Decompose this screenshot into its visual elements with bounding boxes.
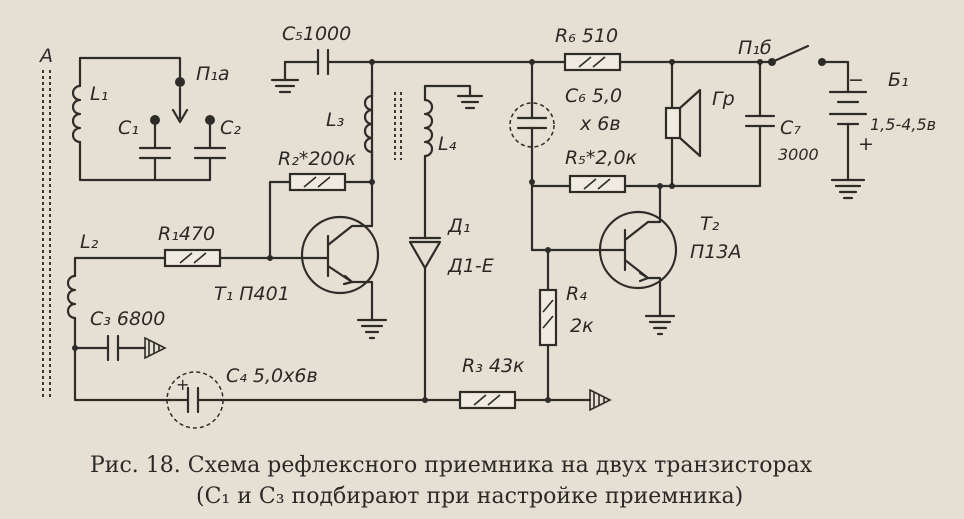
label-L3: L₃ [326, 109, 344, 131]
svg-text:+: + [176, 375, 189, 394]
caption-line-2: (C₁ и C₃ подбирают при настройке приемни… [196, 484, 743, 509]
label-C6: C₆ 5,0 [565, 85, 622, 107]
label-R1: R₁470 [158, 223, 215, 245]
resistor-R6 [370, 52, 772, 72]
label-C4: C₄ 5,0х6в [226, 365, 318, 387]
label-antenna: А [38, 45, 53, 67]
label-C5: C₅1000 [282, 23, 351, 45]
label-C7-value: 3000 [778, 145, 819, 164]
capacitor-C4: + [166, 371, 428, 429]
resistor-R5 [568, 174, 627, 194]
label-T1: T₁ П401 [214, 283, 290, 305]
figure-caption: Рис. 18. Схема рефлексного приемника на … [90, 453, 813, 509]
battery-B1 [828, 90, 868, 200]
coil-L3 [363, 78, 402, 184]
diode-D1 [408, 236, 442, 402]
label-R3: R₃ 43к [462, 355, 525, 377]
label-D1-type: Д1-Е [447, 255, 494, 277]
transistor-T2 [530, 183, 678, 336]
label-R2: R₂*200к [278, 148, 357, 170]
label-P1b: П₁б [738, 37, 772, 59]
label-C1: C₁ [118, 117, 139, 139]
ground-T1 [356, 318, 388, 340]
label-T2-type: П13А [690, 241, 741, 263]
label-R4-value: 2к [570, 315, 594, 337]
component-labels: А L₁ П₁а C₁ C₂ C₅1000 L₃ L₄ R₂*200к R₆ 5… [38, 23, 936, 387]
label-plus: + [858, 133, 874, 155]
label-Gr: Гр [712, 88, 735, 110]
capacitor-C5 [270, 48, 375, 94]
coil-L2-circuit [66, 256, 172, 402]
resistor-R1 [163, 248, 307, 268]
resistor-R2 [267, 172, 375, 261]
label-B1-volts: 1,5-4,5в [870, 115, 936, 134]
label-minus: − [848, 69, 864, 91]
switch-P1b [768, 44, 850, 94]
caption-line-1: Рис. 18. Схема рефлексного приемника на … [90, 453, 813, 478]
label-C2: C₂ [220, 117, 241, 139]
label-C3: C₃ 6800 [90, 308, 165, 330]
capacitor-C6 [509, 59, 555, 252]
label-D1: Д₁ [447, 215, 470, 237]
label-L4: L₄ [438, 133, 457, 155]
resistor-R3 [423, 388, 612, 412]
label-T2: T₂ [700, 213, 720, 235]
coil-L1-circuit [71, 56, 227, 182]
resistor-R4 [538, 248, 558, 403]
coil-L4 [423, 84, 484, 240]
label-R5: R₅*2,0к [565, 147, 638, 169]
ferrite-rod [42, 70, 51, 400]
label-B1: Б₁ [888, 69, 909, 91]
label-C7: C₇ [780, 117, 801, 139]
headphone-Gr [664, 60, 702, 189]
label-L1: L₁ [90, 83, 108, 105]
label-P1a: П₁а [196, 63, 230, 85]
label-R6: R₆ 510 [555, 25, 618, 47]
label-R4: R₄ [566, 283, 587, 305]
label-L2: L₂ [80, 231, 99, 253]
label-C6-voltage: х 6в [579, 113, 621, 135]
